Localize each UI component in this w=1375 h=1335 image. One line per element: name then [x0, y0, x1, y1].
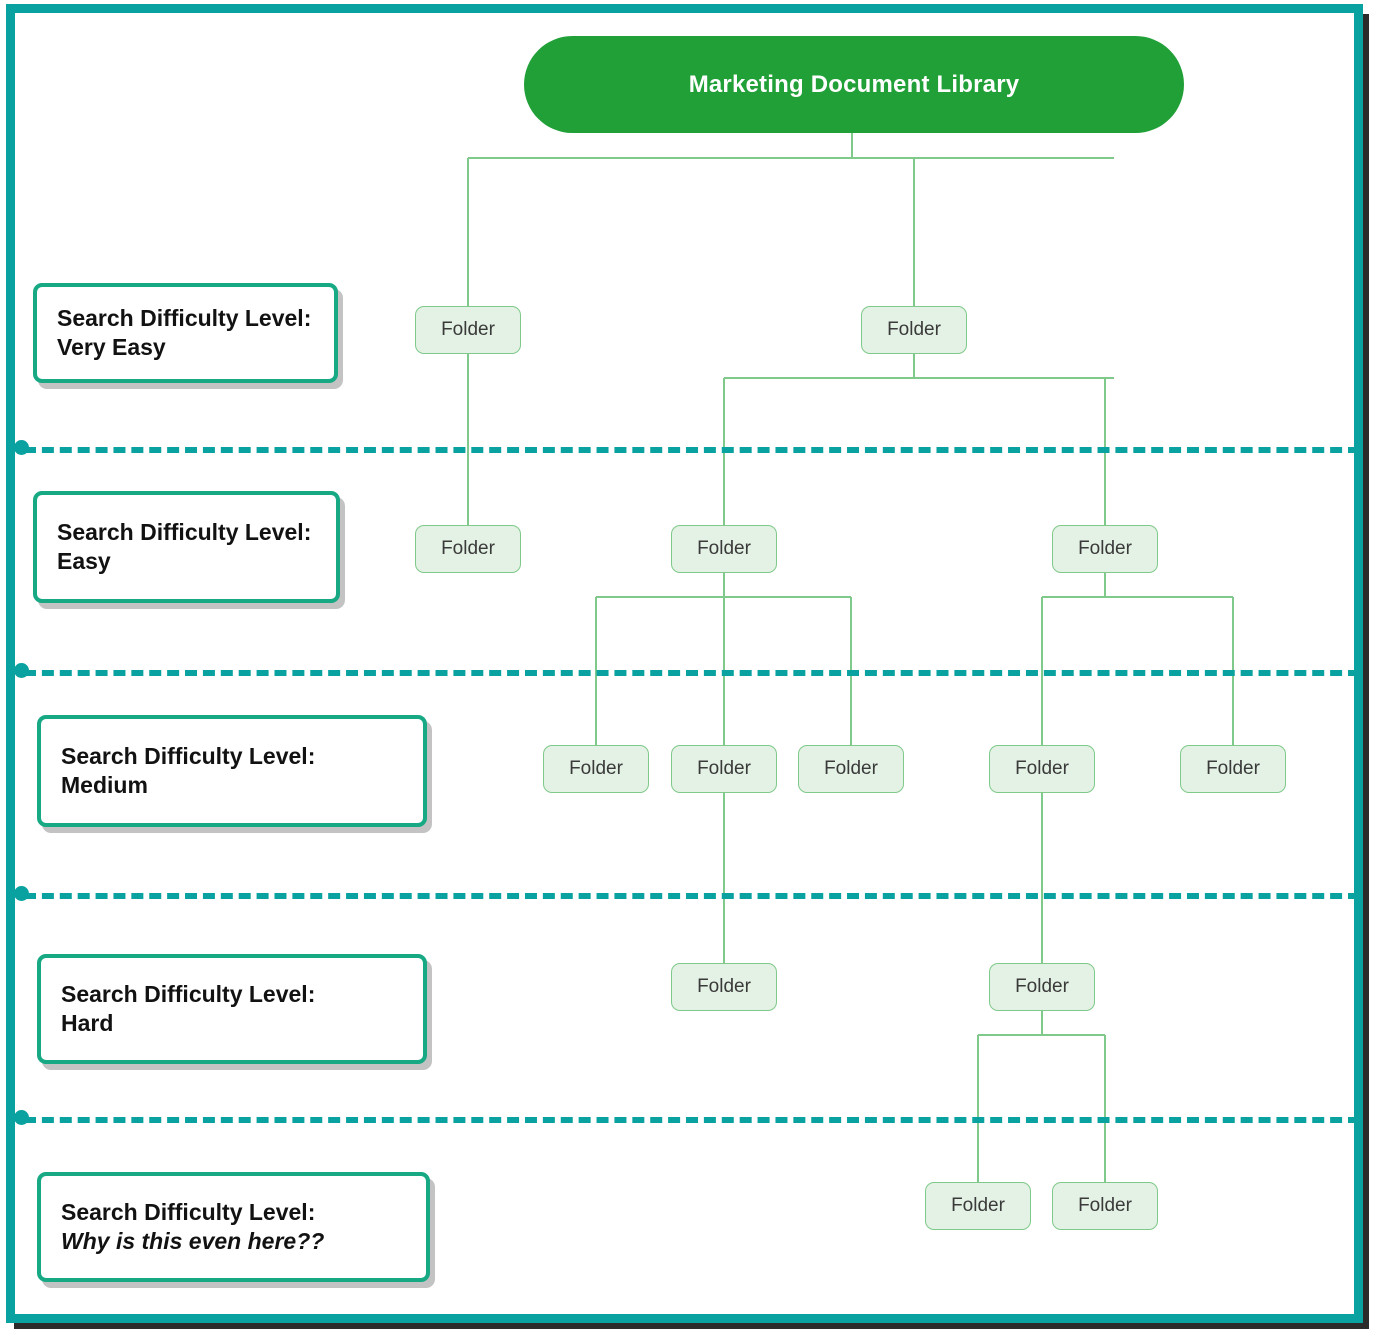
folder-node[interactable]: Folder	[671, 525, 777, 573]
folder-node-label: Folder	[1078, 1195, 1132, 1216]
folder-node-label: Folder	[569, 758, 623, 779]
level-box-line2: Easy	[57, 548, 111, 574]
root-node-label: Marketing Document Library	[688, 70, 1020, 98]
level-box-line1: Search Difficulty Level:	[61, 1198, 316, 1225]
folder-node[interactable]: Folder	[989, 963, 1095, 1011]
folder-node[interactable]: Folder	[798, 745, 904, 793]
level-box-very-easy: Search Difficulty Level: Very Easy	[33, 283, 338, 383]
level-box-line1: Search Difficulty Level:	[61, 980, 316, 1007]
folder-node-label: Folder	[1015, 758, 1069, 779]
folder-node[interactable]: Folder	[925, 1182, 1031, 1230]
folder-node[interactable]: Folder	[415, 306, 521, 354]
folder-node-label: Folder	[824, 758, 878, 779]
root-node-marketing-document-library[interactable]: Marketing Document Library	[524, 36, 1184, 133]
level-box-easy: Search Difficulty Level: Easy	[33, 491, 340, 603]
level-box-medium: Search Difficulty Level: Medium	[37, 715, 427, 827]
folder-node-label: Folder	[697, 538, 751, 559]
folder-node-label: Folder	[697, 758, 751, 779]
divider-medium	[24, 893, 1360, 899]
folder-node[interactable]: Folder	[671, 963, 777, 1011]
folder-node-label: Folder	[951, 1195, 1005, 1216]
folder-node-label: Folder	[441, 319, 495, 340]
folder-node-label: Folder	[887, 319, 941, 340]
divider-hard	[24, 1117, 1360, 1123]
level-box-line1: Search Difficulty Level:	[61, 742, 316, 769]
level-box-hard: Search Difficulty Level: Hard	[37, 954, 427, 1064]
folder-node[interactable]: Folder	[671, 745, 777, 793]
level-box-line2: Medium	[61, 772, 148, 798]
level-box-line1: Search Difficulty Level:	[57, 304, 312, 331]
folder-node-label: Folder	[697, 976, 751, 997]
level-box-line1: Search Difficulty Level:	[57, 518, 312, 545]
divider-easy	[24, 670, 1360, 676]
folder-node[interactable]: Folder	[861, 306, 967, 354]
level-box-why-is-this-even-here: Search Difficulty Level: Why is this eve…	[37, 1172, 430, 1282]
folder-node-label: Folder	[1206, 758, 1260, 779]
divider-very-easy	[24, 447, 1360, 453]
folder-node-label: Folder	[1078, 538, 1132, 559]
level-box-line2: Hard	[61, 1010, 114, 1036]
folder-node[interactable]: Folder	[989, 745, 1095, 793]
folder-node-label: Folder	[441, 538, 495, 559]
outer-frame	[6, 4, 1363, 1323]
folder-node[interactable]: Folder	[415, 525, 521, 573]
folder-node[interactable]: Folder	[543, 745, 649, 793]
level-box-line2: Why is this even here??	[61, 1228, 325, 1254]
folder-node[interactable]: Folder	[1052, 1182, 1158, 1230]
level-box-line2: Very Easy	[57, 334, 166, 360]
folder-node[interactable]: Folder	[1180, 745, 1286, 793]
folder-node-label: Folder	[1015, 976, 1069, 997]
folder-node[interactable]: Folder	[1052, 525, 1158, 573]
